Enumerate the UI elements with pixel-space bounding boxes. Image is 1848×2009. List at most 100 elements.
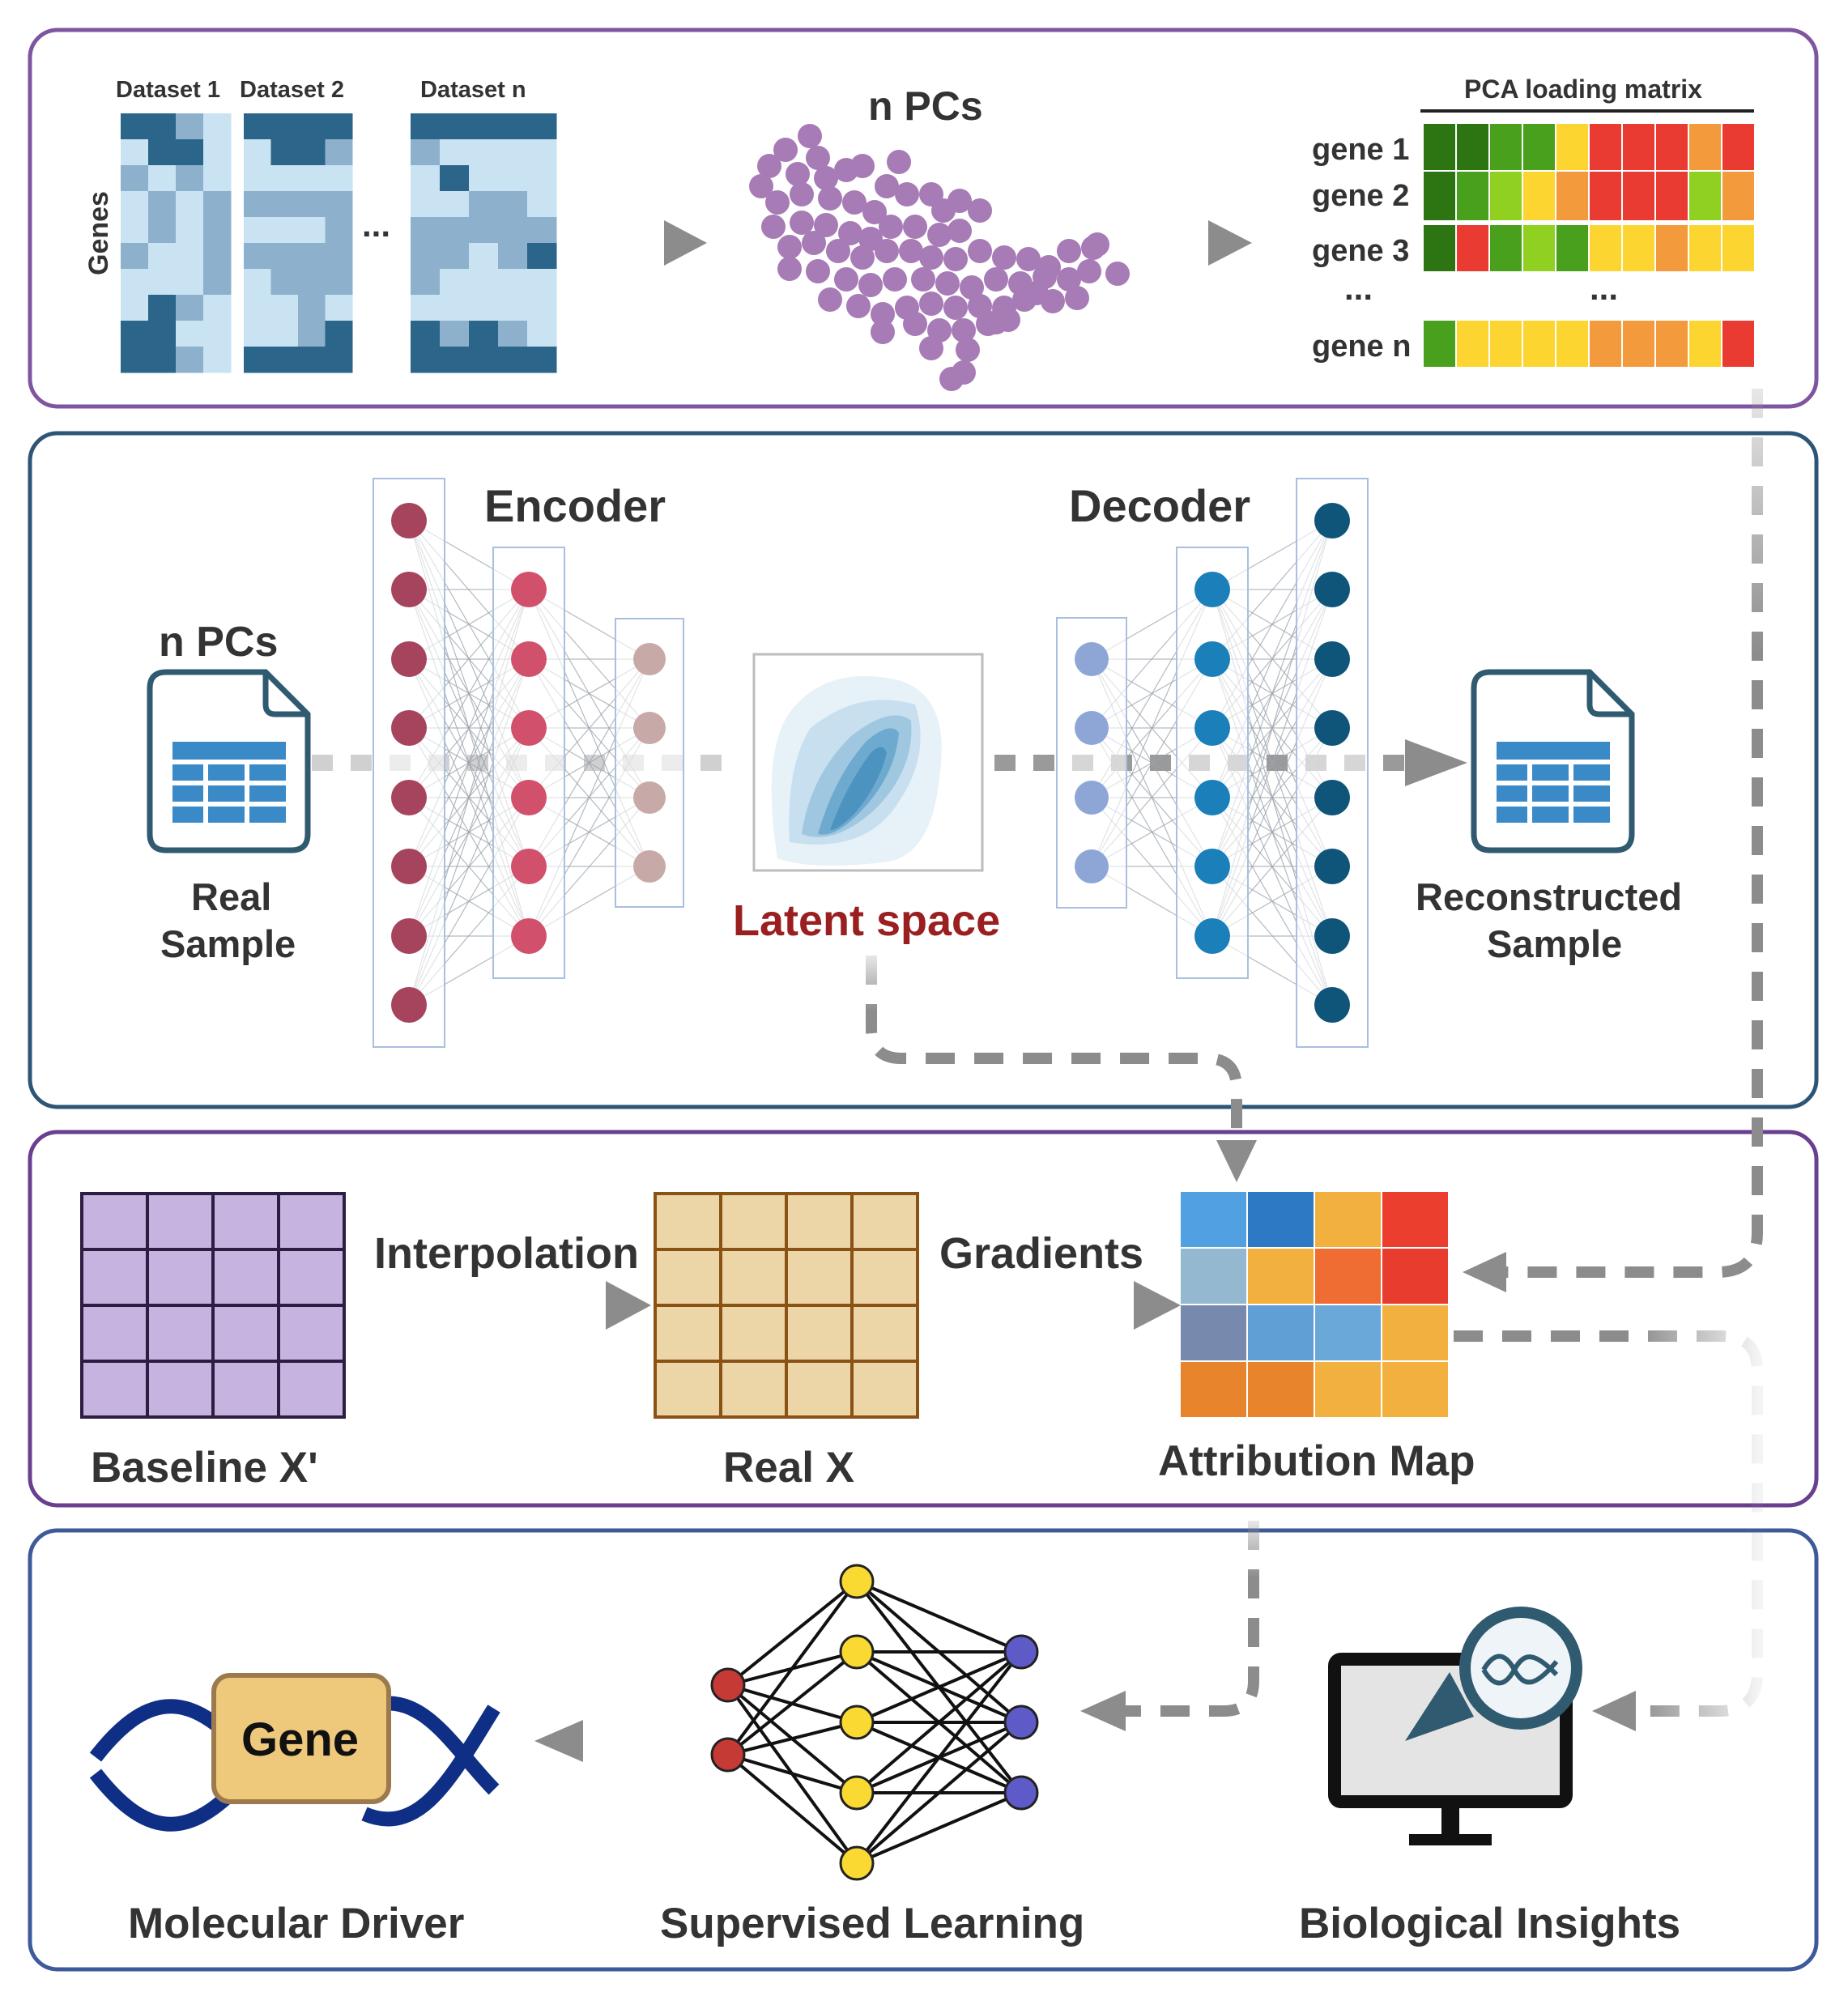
scatter-point — [952, 360, 976, 385]
dataset-cell — [411, 165, 441, 192]
dataset-cell — [469, 139, 499, 166]
connection — [855, 1721, 1023, 1865]
dataset-cell — [244, 243, 271, 270]
loading-cell — [1721, 319, 1756, 368]
dataset-n-label: Dataset n — [420, 77, 526, 103]
loading-cell — [1621, 170, 1656, 222]
dataset-cell — [203, 321, 232, 347]
scatter-point — [838, 221, 862, 245]
gene-box — [211, 1673, 391, 1804]
dataset-cell — [148, 295, 177, 321]
dataset-cell — [411, 347, 441, 373]
dataset-cell — [298, 347, 326, 373]
scatter-point — [834, 267, 858, 292]
dataset-matrices — [121, 113, 557, 373]
dataset-cell — [469, 165, 499, 192]
connection — [855, 1650, 1023, 1865]
dataset-cell — [244, 165, 271, 192]
encoder-node — [391, 987, 427, 1023]
connection — [726, 1580, 858, 1687]
baseline-cell — [277, 1248, 346, 1307]
real-x-label: Real X — [723, 1444, 854, 1492]
dataset-cell — [176, 269, 204, 296]
attribution-cell — [1315, 1305, 1381, 1360]
dataset-cell — [298, 295, 326, 321]
real-x-cell — [850, 1360, 919, 1419]
baseline-cell — [277, 1192, 346, 1251]
scatter-point — [858, 273, 883, 297]
dataset-cell — [121, 243, 149, 270]
loading-to-attribution-arrowhead — [1463, 1252, 1506, 1292]
dataset-cell — [527, 165, 557, 192]
real-sample-label-line2: Sample — [160, 922, 296, 965]
baseline-grid — [80, 1192, 346, 1419]
input-pcs-label: n PCs — [159, 619, 278, 666]
loading-cell — [1555, 319, 1590, 368]
dataset-cell — [498, 139, 528, 166]
encoder-node — [391, 780, 427, 815]
scatter-point — [1016, 247, 1041, 271]
loading-cell — [1422, 223, 1457, 273]
dataset-cell — [203, 139, 232, 166]
real-sample-doc-icon — [147, 669, 311, 853]
connection — [726, 1650, 858, 1756]
attribution-cell — [1382, 1192, 1448, 1247]
dataset-cell — [527, 347, 557, 373]
dataset-cell — [148, 321, 177, 347]
dataset-cell — [527, 269, 557, 296]
baseline-cell — [146, 1304, 215, 1363]
scatter-point — [850, 245, 875, 270]
dataset-cell — [298, 191, 326, 218]
reconstructed-label-line2: Sample — [1487, 922, 1622, 965]
loading-cell — [1588, 170, 1623, 222]
scatter-point — [798, 124, 822, 148]
attribution-cell — [1248, 1362, 1314, 1417]
connection — [856, 1791, 1022, 1865]
baseline-cell — [80, 1192, 149, 1251]
gene-row-label: gene 1 — [1312, 133, 1409, 167]
encoder-node — [391, 710, 427, 746]
dataset-cell — [411, 243, 441, 270]
bottleneck-node — [633, 643, 666, 675]
connection — [855, 1650, 1023, 1794]
loading-cell — [1654, 122, 1689, 172]
real-sample-label-line1: Real — [191, 875, 271, 918]
scatter-point — [749, 174, 773, 198]
decoder-layer-3-box — [1296, 478, 1369, 1048]
loading-cell — [1588, 122, 1623, 172]
dataset-cell — [176, 347, 204, 373]
scatter-point — [960, 275, 984, 300]
gene-row-labels: gene 1 gene 2 gene 3 ... ... gene n — [1312, 133, 1618, 364]
decoder-node — [1194, 780, 1230, 815]
dataset-cell — [148, 269, 177, 296]
genes-axis-label: Genes — [83, 191, 114, 275]
scatter-point — [761, 215, 786, 239]
dataset-cell — [527, 191, 557, 218]
encoder-node — [511, 780, 547, 815]
dataset-cell — [411, 295, 441, 321]
supervised-node — [839, 1705, 875, 1740]
dataset-cell — [469, 191, 499, 218]
baseline-cell — [211, 1304, 280, 1363]
dataset-cell — [440, 113, 470, 140]
supervised-network — [710, 1564, 1039, 1881]
dataset-cell — [270, 139, 299, 166]
dataset-cell — [148, 113, 177, 140]
supervised-node — [839, 1564, 875, 1599]
dataset-cell — [270, 217, 299, 244]
dataset-cell — [121, 139, 149, 166]
gradients-arrow — [931, 1281, 1181, 1330]
dataset-cell — [527, 139, 557, 166]
loading-cell — [1455, 319, 1490, 368]
attribution-cell — [1181, 1305, 1246, 1360]
connection — [856, 1650, 1022, 1724]
attribution-cell — [1248, 1305, 1314, 1360]
loading-cell — [1488, 319, 1523, 368]
dataset-cell — [469, 113, 499, 140]
gradients-label: Gradients — [939, 1229, 1143, 1278]
encoder-node — [511, 572, 547, 607]
decoder-node — [1314, 503, 1350, 538]
scatter-point — [871, 302, 895, 326]
encoder-node — [391, 572, 427, 607]
scatter-point — [899, 239, 923, 263]
